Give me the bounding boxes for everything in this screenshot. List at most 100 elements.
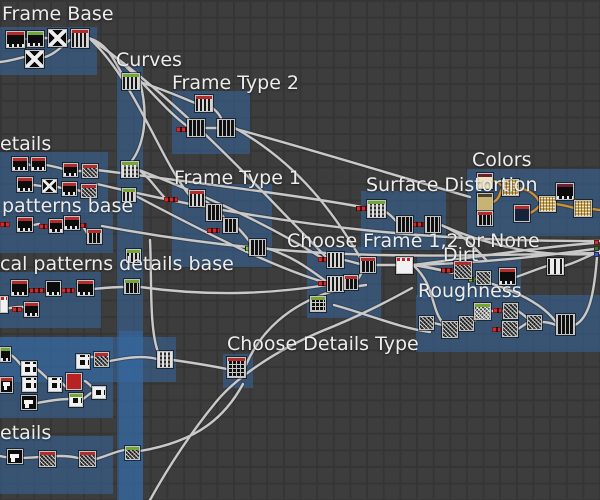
wire-link[interactable] [137, 168, 168, 201]
connector-stub[interactable] [356, 206, 367, 211]
graph-node-curve[interactable] [189, 190, 205, 207]
graph-node-noise[interactable] [81, 184, 97, 198]
connector-stub[interactable] [492, 327, 501, 332]
graph-node-black[interactable] [24, 302, 39, 317]
graph-node-cross[interactable] [22, 377, 37, 392]
graph-node-stripedark[interactable] [249, 239, 266, 256]
graph-node-noise[interactable] [527, 315, 542, 330]
graph-node-black[interactable] [12, 157, 28, 171]
graph-node-curve[interactable] [71, 29, 89, 48]
graph-node-noise[interactable] [459, 316, 474, 331]
graph-node-white[interactable] [396, 257, 413, 274]
connector-stub[interactable] [0, 222, 10, 227]
graph-node-checker[interactable] [121, 161, 139, 178]
graph-node-stripedark[interactable] [206, 204, 222, 221]
graph-node-noise[interactable] [82, 164, 98, 178]
graph-node-cross[interactable] [69, 393, 83, 407]
connector-stub[interactable] [318, 257, 327, 262]
group-label-frame-base[interactable]: Frame Base [2, 3, 114, 25]
group-label-frame-type-1[interactable]: Frame Type 1 [174, 167, 302, 189]
graph-node-black[interactable] [77, 280, 94, 296]
connector-stub[interactable] [493, 308, 502, 313]
connector-stub[interactable] [12, 307, 22, 312]
output-connector-dot[interactable] [594, 246, 599, 251]
graph-node-stripedark[interactable] [556, 314, 575, 335]
group-label-details-bottom[interactable]: etails [0, 422, 52, 444]
graph-node-stripedark[interactable] [344, 275, 358, 290]
connector-stub[interactable] [39, 224, 48, 229]
graph-node-noise[interactable] [125, 446, 140, 460]
graph-node-black[interactable] [46, 281, 61, 296]
graph-node-curve[interactable] [327, 252, 344, 268]
group-label-surface-distortion[interactable]: Surface Distortion [366, 174, 538, 196]
graph-node-black[interactable] [17, 177, 33, 192]
group-label-roughness[interactable]: Roughness [418, 280, 522, 302]
wire-link[interactable] [170, 357, 230, 372]
wire-link[interactable] [138, 283, 329, 295]
wire-link[interactable] [148, 400, 218, 500]
graph-node-black[interactable] [11, 280, 28, 296]
wire-link[interactable] [138, 382, 245, 453]
graph-node-noise[interactable] [502, 321, 518, 337]
graph-node-black[interactable] [31, 157, 46, 171]
connector-stub[interactable] [318, 281, 327, 286]
connector-stub[interactable] [61, 288, 75, 293]
graph-node-grid[interactable] [227, 357, 246, 378]
graph-node-curve[interactable] [327, 276, 344, 292]
connector-stub[interactable] [441, 268, 453, 273]
graph-node-blend[interactable] [48, 29, 67, 47]
graph-node-black[interactable] [17, 217, 33, 232]
graph-node-navy[interactable] [514, 205, 530, 222]
graph-node-noise[interactable] [454, 261, 472, 279]
wire-link[interactable] [171, 358, 229, 371]
graph-node-black[interactable] [62, 182, 77, 196]
graph-node-stripedark[interactable] [396, 216, 413, 233]
graph-node-panel[interactable] [7, 449, 23, 464]
output-connector-dot[interactable] [594, 252, 599, 257]
graph-node-noise[interactable] [39, 451, 56, 467]
graph-node-white[interactable] [0, 296, 8, 313]
graph-node-tan[interactable] [477, 193, 493, 211]
graph-node-black[interactable] [27, 31, 44, 47]
graph-node-noise[interactable] [476, 271, 491, 285]
graph-node-curve[interactable] [195, 95, 213, 112]
graph-node-black[interactable] [64, 216, 80, 230]
connector-stub[interactable] [29, 288, 45, 293]
graph-node-checker[interactable] [157, 351, 173, 368]
group-label-patterns-base[interactable]: patterns base [2, 195, 134, 217]
graph-node-stripedark[interactable] [477, 211, 493, 226]
output-connector-dot[interactable] [594, 240, 599, 245]
graph-node-cross[interactable] [92, 386, 106, 399]
graph-node-cross[interactable] [21, 361, 37, 376]
connector-stub[interactable] [164, 197, 178, 202]
graph-node-cream[interactable] [477, 173, 493, 189]
graph-node-noise[interactable] [419, 316, 434, 330]
graph-node-stripedark[interactable] [124, 279, 140, 294]
group-label-cal-patterns-details-base[interactable]: cal patterns details base [0, 253, 234, 275]
graph-node-stripedark[interactable] [87, 229, 102, 244]
graph-node-black[interactable] [556, 183, 574, 200]
graph-node-stripedark[interactable] [217, 119, 235, 137]
group-label-dirt[interactable]: Dirt [443, 244, 479, 266]
group-label-choose-details-type[interactable]: Choose Details Type [227, 333, 419, 355]
group-label-colors[interactable]: Colors [472, 149, 532, 171]
graph-node-solidred[interactable] [66, 373, 82, 390]
graph-node-whitestripe[interactable] [547, 258, 564, 275]
graph-node-panel[interactable] [0, 377, 13, 393]
graph-node-cross[interactable] [76, 354, 90, 369]
graph-node-stripedark[interactable] [187, 119, 205, 137]
graph-node-stripedark[interactable] [425, 216, 441, 233]
graph-node-curve[interactable] [122, 188, 136, 202]
graph-node-curve[interactable] [126, 249, 141, 263]
graph-node-blend[interactable] [25, 50, 44, 68]
graph-node-stripedark[interactable] [360, 257, 376, 273]
graph-node-curve[interactable] [122, 73, 140, 90]
graph-node-gradmap[interactable] [539, 196, 556, 212]
wire-link[interactable] [137, 282, 330, 296]
wire-link[interactable] [147, 399, 219, 500]
graph-node-stripedark[interactable] [223, 218, 238, 233]
group-frame-details-bottom[interactable] [0, 436, 113, 494]
wire-link[interactable] [137, 381, 246, 454]
graph-node-checker[interactable] [367, 200, 386, 218]
